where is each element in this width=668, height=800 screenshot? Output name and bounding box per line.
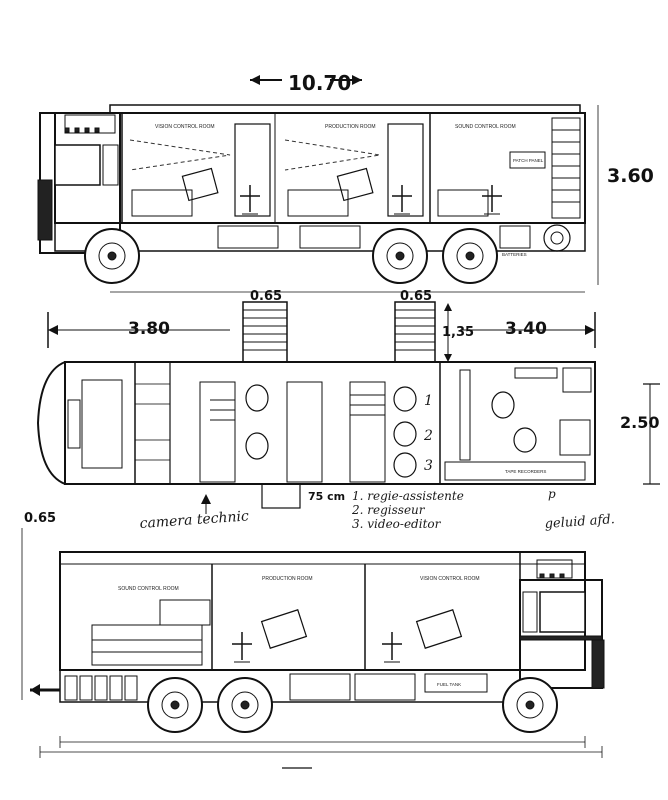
- sound-dept-note: geluid afd.: [544, 512, 615, 532]
- plan-view: 1 2 3 TAPE RECORDERS 75 cm 2.50 p: [36, 361, 660, 514]
- total-length-label: 10.70: [288, 71, 351, 95]
- side-elevation-view: VISION CONTROL ROOM PRODUCTION ROOM SOUN…: [37, 104, 654, 293]
- seat-3-note: 3. video-editor: [352, 517, 442, 531]
- width-label: 2.50: [620, 413, 659, 432]
- camera-technician-note: camera technic: [139, 508, 249, 532]
- seat-2-note: 2. regisseur: [351, 503, 426, 517]
- plan-seat: [393, 452, 417, 478]
- rear-ladder: [551, 117, 581, 219]
- vision-room-label-2: VISION CONTROL ROOM: [420, 576, 480, 582]
- vision-room-label: VISION CONTROL ROOM: [155, 124, 215, 130]
- seat-number: 3: [424, 458, 433, 474]
- plan-seat: [245, 384, 269, 412]
- sound-room-label-2: SOUND CONTROL ROOM: [118, 586, 179, 592]
- wheel: [372, 228, 428, 284]
- patch-panel-label: PATCH PANEL: [513, 158, 544, 163]
- wheel: [217, 677, 273, 733]
- production-room-label: PRODUCTION ROOM: [325, 124, 376, 130]
- door-width-label: 75 cm: [308, 490, 345, 503]
- left-top-label: 0.65: [24, 511, 56, 526]
- rear-section-label: 3.40: [505, 319, 547, 339]
- handwritten-notes: camera technic 1. regie-assistente 2. re…: [139, 489, 615, 532]
- roof-platform-left: [242, 301, 288, 363]
- sound-marker: p: [548, 487, 556, 501]
- chair: [240, 185, 260, 215]
- plan-seat: [393, 421, 417, 447]
- plan-seat: [245, 432, 269, 460]
- plan-seat: [393, 386, 417, 412]
- total-length-dimension: 10.70: [250, 71, 362, 95]
- wheel: [442, 228, 498, 284]
- fuel-tank-label: FUEL TANK: [437, 682, 461, 687]
- seat-number: 2: [423, 428, 433, 444]
- plan-seat: [491, 391, 515, 419]
- rear-elevation-view: 0.65 SOUND CONTROL ROOM PRODUCTION ROOM …: [21, 511, 605, 769]
- chair: [392, 185, 412, 215]
- production-room-label-2: PRODUCTION ROOM: [262, 576, 313, 582]
- tape-recorders-label: TAPE RECORDERS: [505, 469, 546, 474]
- seat-1-note: 1. regie-assistente: [352, 489, 464, 503]
- roof-platform-right: [394, 301, 436, 363]
- plan-seat: [513, 427, 537, 453]
- plan-stair: [210, 394, 385, 421]
- front-section-label: 3.80: [128, 319, 170, 339]
- plan-dimensions: 3.80 3.40 0.65 0.65 1,35: [47, 289, 596, 362]
- platform-depth-label: 1,35: [442, 325, 474, 340]
- wheel: [147, 677, 203, 733]
- battery-bank: [64, 675, 138, 701]
- platform-right-label: 0.65: [400, 289, 432, 304]
- chair: [382, 632, 402, 663]
- seat-number: 1: [424, 393, 433, 409]
- platform-top-label: 0.65: [250, 289, 282, 304]
- chair: [232, 632, 252, 663]
- sound-room-label: SOUND CONTROL ROOM: [455, 124, 516, 130]
- wheel: [502, 677, 558, 733]
- wheel: [84, 228, 140, 284]
- batteries-label: BATTERIES: [502, 252, 527, 257]
- spare-wheel: [543, 224, 571, 252]
- chair: [482, 185, 502, 215]
- height-label: 3.60: [607, 165, 654, 187]
